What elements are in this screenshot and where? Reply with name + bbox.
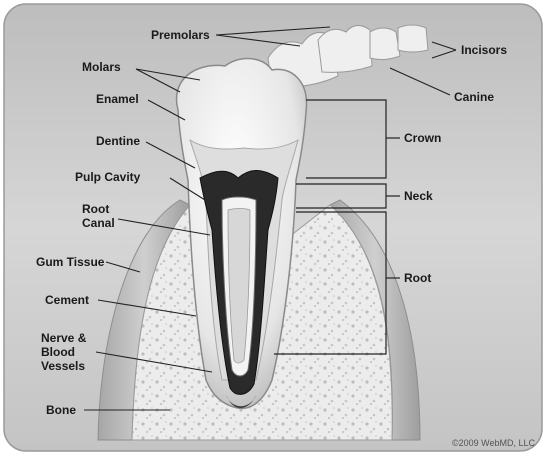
label-root: Root <box>404 271 431 285</box>
label-bone: Bone <box>46 403 76 417</box>
label-pulp-cavity: Pulp Cavity <box>75 170 140 184</box>
label-neck: Neck <box>404 189 433 203</box>
label-canine: Canine <box>454 90 494 104</box>
copyright-notice: ©2009 WebMD, LLC <box>452 438 535 448</box>
label-molars: Molars <box>82 60 121 74</box>
label-crown: Crown <box>404 131 441 145</box>
label-root-canal: Root Canal <box>82 202 115 230</box>
label-gum-tissue: Gum Tissue <box>36 255 104 269</box>
label-incisors: Incisors <box>461 43 507 57</box>
label-enamel: Enamel <box>96 92 139 106</box>
label-nerve-blood-vessels: Nerve & Blood Vessels <box>41 331 86 373</box>
label-dentine: Dentine <box>96 134 140 148</box>
label-premolars: Premolars <box>151 28 210 42</box>
label-cement: Cement <box>45 293 89 307</box>
